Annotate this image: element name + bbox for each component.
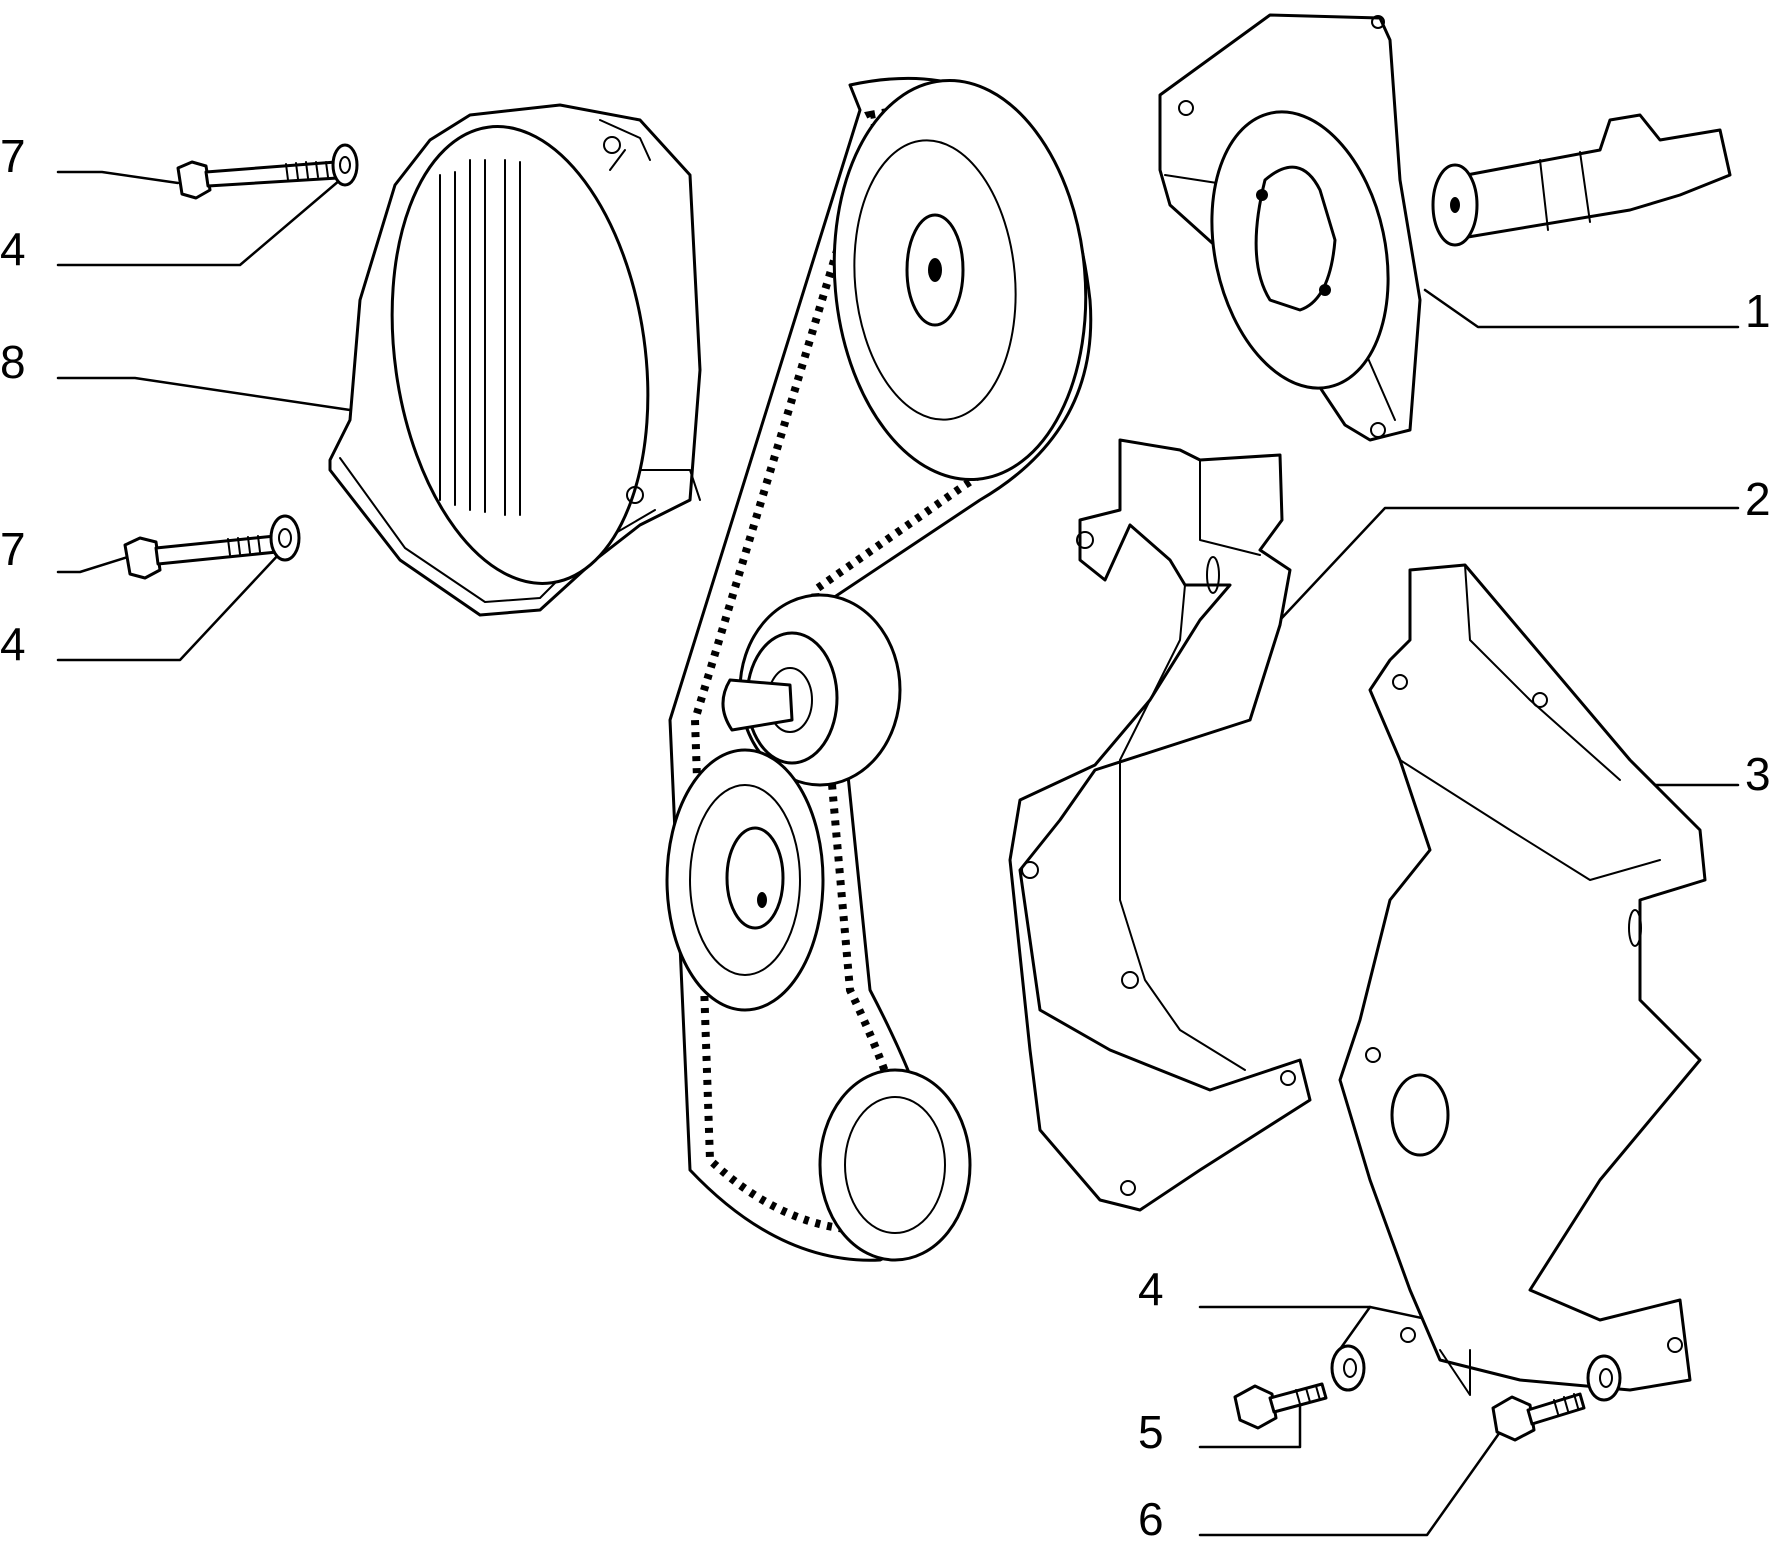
callout-7-upper: 7 <box>0 130 26 182</box>
callout-4-upper: 4 <box>0 223 26 275</box>
washer-4-bottom-right <box>1586 1354 1622 1402</box>
auxiliary-pulley <box>818 1068 972 1262</box>
bolt-5 <box>1233 1382 1328 1430</box>
rear-cover-plate-1 <box>1158 13 1422 442</box>
washer-4-bottom-left <box>1330 1344 1366 1392</box>
callout-4-lower: 4 <box>0 618 26 670</box>
crankshaft-pulley <box>665 748 825 1012</box>
callout-4-bottom: 4 <box>1138 1263 1164 1315</box>
callout-1: 1 <box>1745 285 1771 337</box>
callout-7-lower: 7 <box>0 523 26 575</box>
camshaft <box>1431 113 1732 247</box>
inner-cover-2 <box>1008 438 1312 1212</box>
lower-cover-3 <box>1338 563 1707 1396</box>
callout-6: 6 <box>1138 1493 1164 1544</box>
callout-8: 8 <box>0 336 26 388</box>
washer-4-upper <box>331 143 359 187</box>
bolt-7-upper <box>176 160 340 200</box>
bolt-6 <box>1491 1392 1586 1442</box>
callout-5: 5 <box>1138 1406 1164 1458</box>
washer-4-lower <box>269 514 301 562</box>
bolt-7-lower <box>123 534 279 580</box>
callout-2: 2 <box>1745 473 1771 525</box>
camshaft-pulley <box>832 78 1088 482</box>
belt-tensioner <box>721 593 902 787</box>
callout-3: 3 <box>1745 748 1771 800</box>
outer-timing-cover-8 <box>328 103 702 617</box>
